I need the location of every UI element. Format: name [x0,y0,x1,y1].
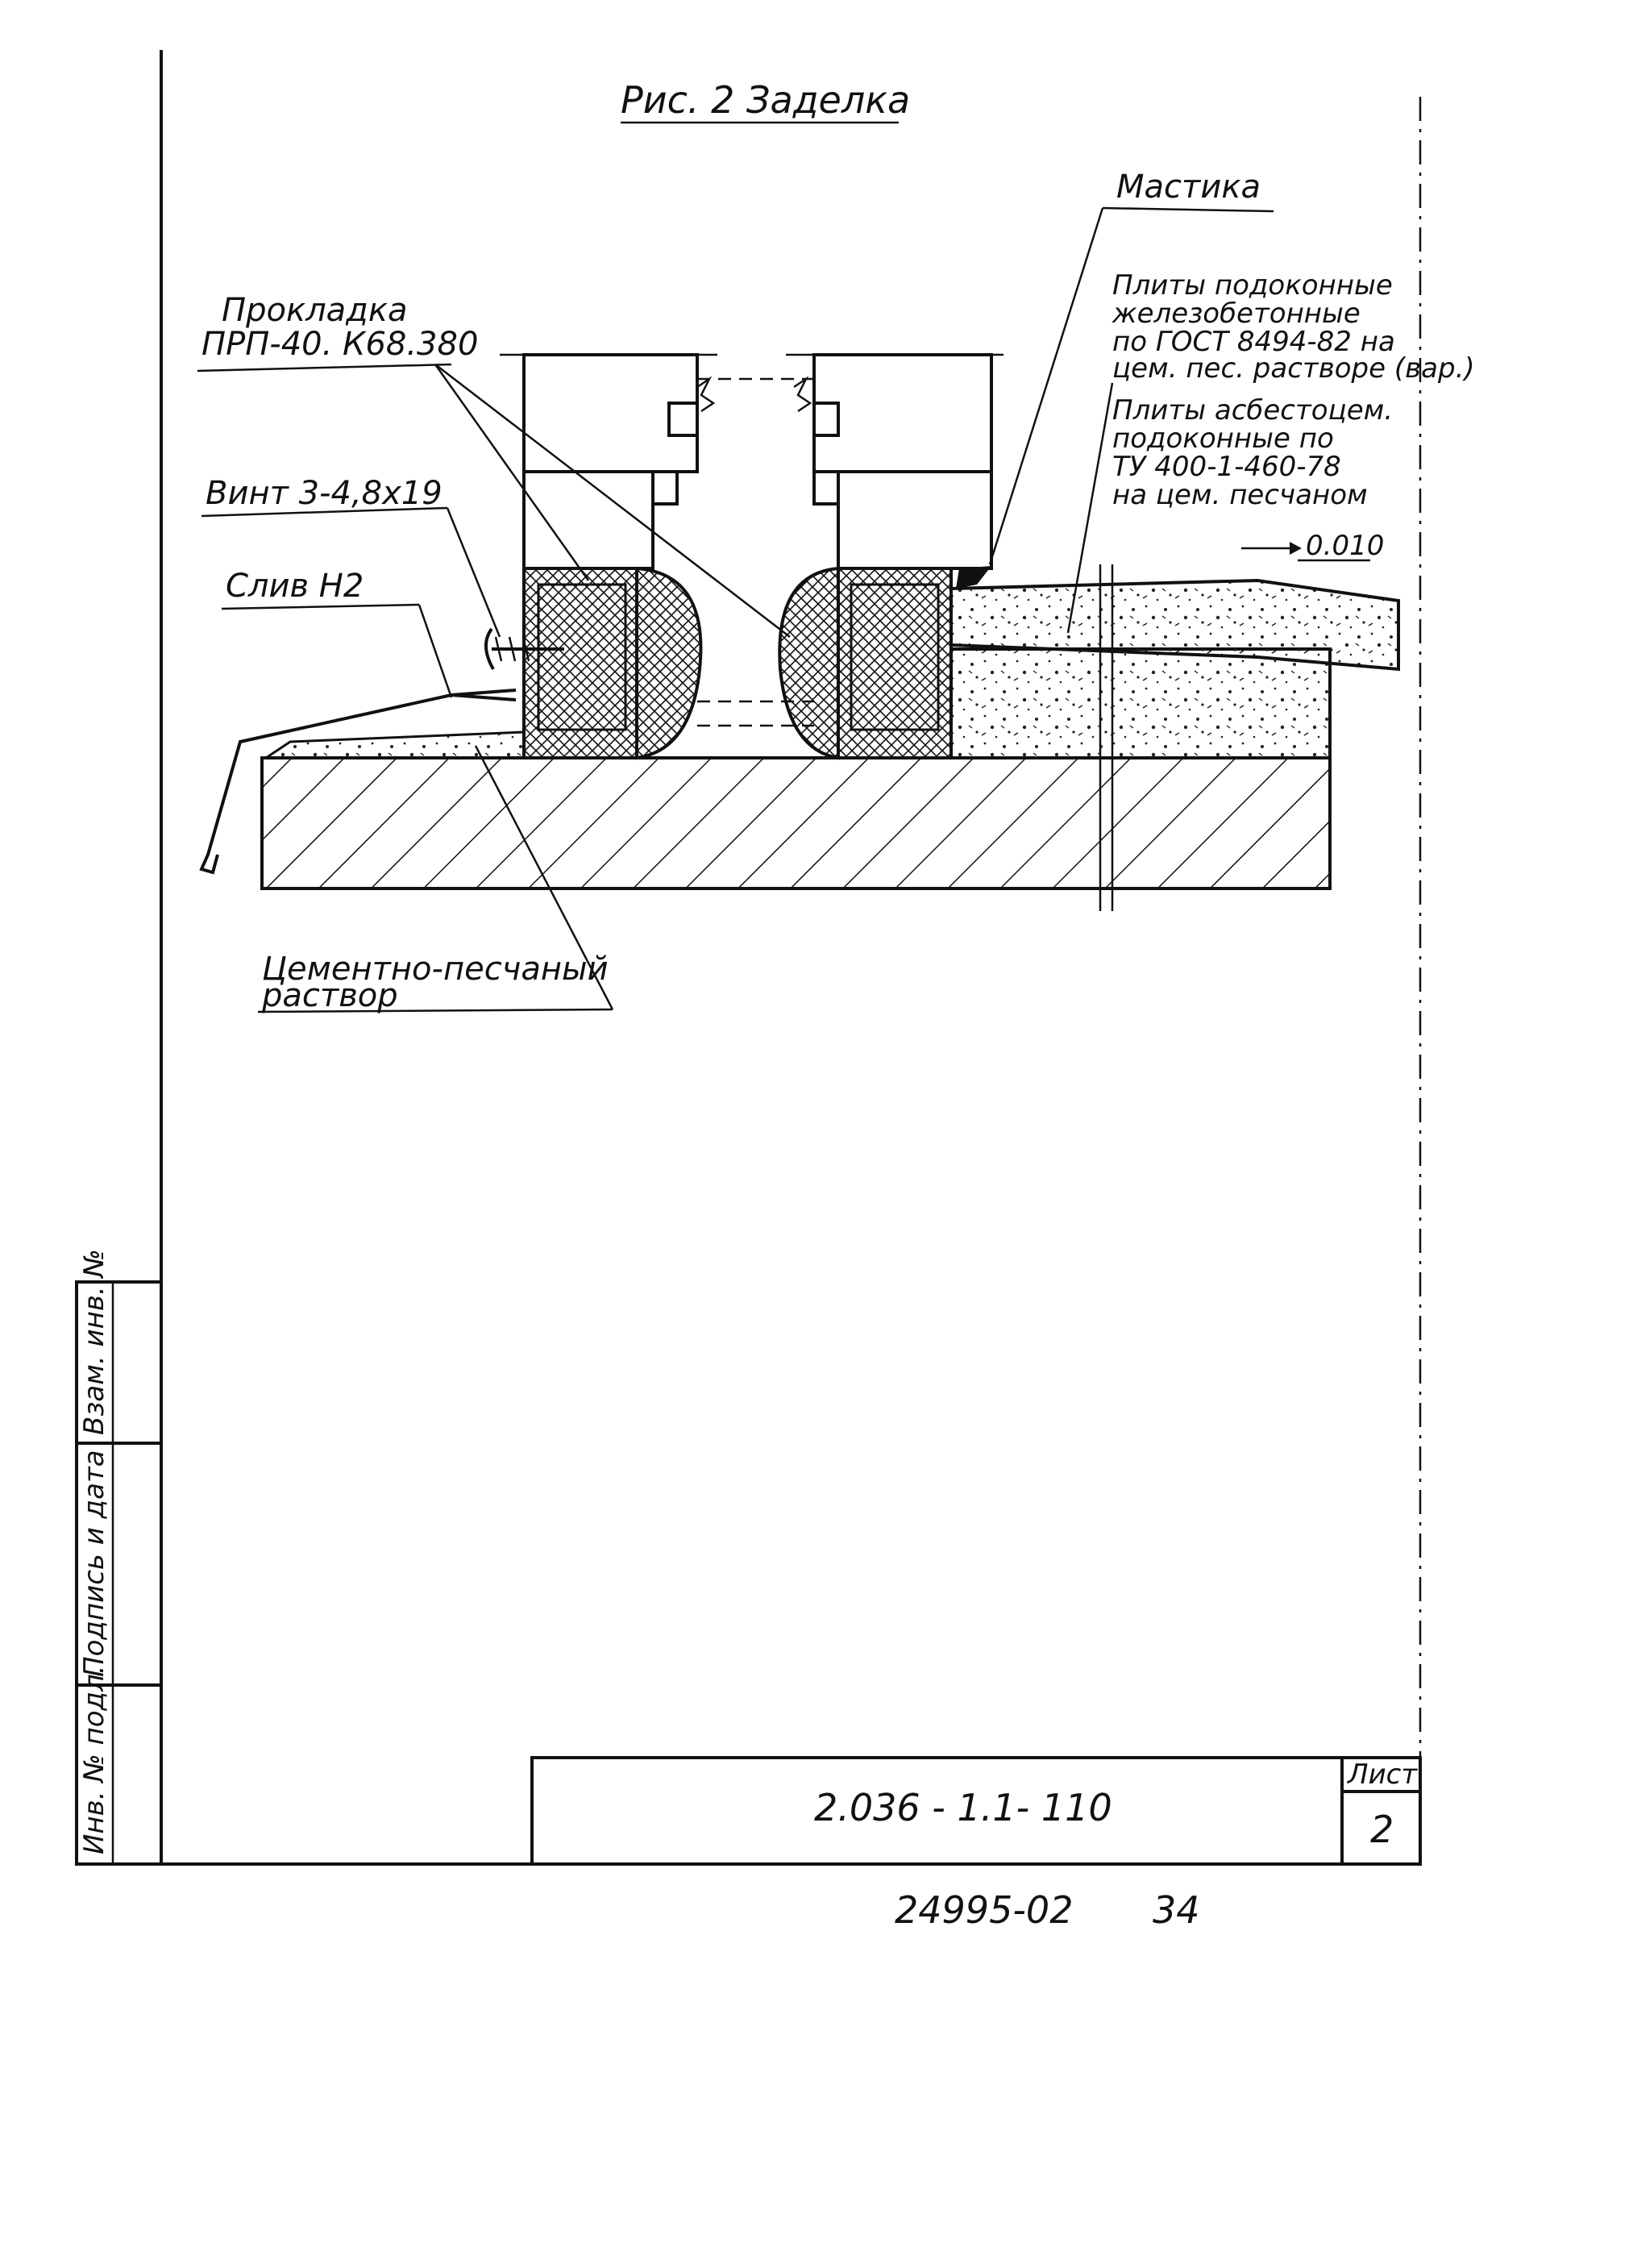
stamp-inv-replace: Взам. инв. № [78,1249,110,1435]
stamp-inv-orig: Инв. № подл. [78,1665,110,1854]
figure-title: Рис. 2 Заделка [621,78,910,124]
right-seal-gasket [778,566,953,760]
mastic-seam [956,566,991,589]
label-plity-3: по ГОСТ 8494-82 на [1112,326,1395,358]
label-rastvor-2: раствор [261,977,398,1014]
sheet-label: Лист [1346,1758,1418,1791]
title-block: 2.036 - 1.1- 110 Лист 2 [530,1756,1422,1866]
label-sliv: Слив Н2 [226,568,364,605]
sheet-number: 2 [1370,1808,1394,1851]
label-plity2-3: ТУ 400-1-460-78 [1112,451,1341,483]
base-wall-section [260,756,1332,890]
left-frame-profile [522,353,716,570]
label-prokladka-2: ПРП-40. К68.380 [202,326,478,363]
break-lines [500,353,1003,727]
label-plity-4: цем. пес. растворе (вар.) [1112,352,1475,385]
left-seal-gasket [522,566,703,760]
label-mastika: Мастика [1116,169,1261,206]
screw [484,627,564,670]
doc-code: 2.036 - 1.1- 110 [814,1786,1112,1829]
label-plity2-2: подоконные по [1112,422,1334,455]
label-vint: Винт 3-4,8х19 [206,475,443,512]
label-prokladka-1: Прокладка [222,292,408,329]
right-frame-profile [793,353,993,570]
footer: 24995-02 34 [895,1888,1200,1932]
archive-code: 24995-02 [895,1888,1073,1932]
footer-page: 34 [1153,1888,1200,1932]
label-plity-1: Плиты подоконные [1112,269,1393,302]
label-slope: 0.010 [1306,530,1384,562]
figure-title-text: Рис. 2 Заделка [621,78,910,122]
leader-lines [197,206,1370,1013]
mortar-bed [262,730,526,759]
label-plity2-1: Плиты асбестоцем. [1112,394,1393,427]
left-stamp-column: Взам. инв. № Подпись и дата Инв. № подл. [75,1249,163,1866]
sill-plates [949,564,1400,911]
label-plity2-4: на цем. песчаном [1112,479,1368,511]
label-plity-2: железобетонные [1112,298,1361,330]
label-rastvor-1: Цементно-песчаный [262,951,609,988]
stamp-sign-date: Подпись и дата [78,1450,110,1677]
callout-labels: Мастика Плиты подоконные железобетонные … [202,169,1475,1014]
